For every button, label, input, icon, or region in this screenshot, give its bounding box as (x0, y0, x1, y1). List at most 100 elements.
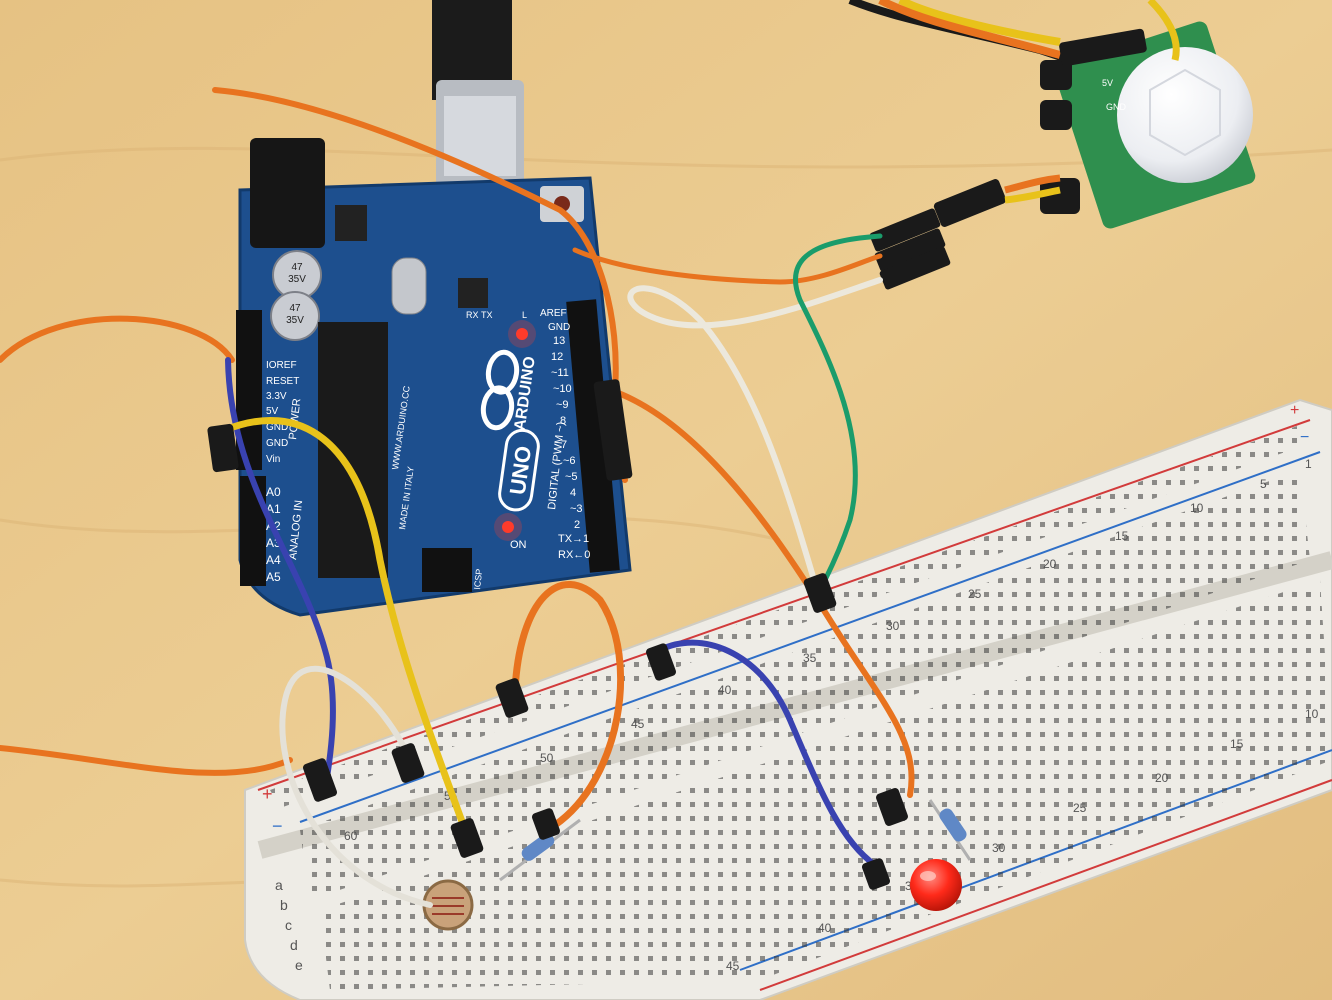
svg-text:10: 10 (1305, 707, 1319, 721)
svg-text:RX←0: RX←0 (558, 549, 590, 561)
pir-dome (1117, 47, 1253, 183)
yellow-wire (221, 417, 469, 834)
capacitor-2: 47 35V (270, 291, 320, 341)
svg-text:GND: GND (266, 438, 288, 449)
resistor-2 (928, 799, 972, 861)
power-pin-labels: IOREF RESET 3.3V 5V GND GND Vin (266, 360, 299, 465)
green-wire (793, 233, 883, 583)
svg-text:~5: ~5 (565, 471, 578, 483)
svg-text:A4: A4 (266, 553, 281, 567)
svg-text:1: 1 (1305, 457, 1312, 471)
svg-text:60: 60 (344, 829, 358, 843)
svg-text:~10: ~10 (553, 383, 572, 395)
digital-header (566, 299, 620, 573)
analog-pin-labels: A0 A1 A2 A3 A4 A5 (266, 485, 281, 584)
gnd-label: GND (548, 322, 570, 333)
svg-text:20: 20 (1043, 557, 1057, 571)
digital-pin-labels: 13 12 ~11 ~10 ~9 8 7 ~6 ~5 4 ~3 2 TX→1 R… (551, 335, 590, 561)
svg-text:A0: A0 (266, 485, 281, 499)
svg-text:8: 8 (560, 415, 566, 427)
svg-text:e: e (295, 957, 303, 973)
svg-text:45: 45 (631, 717, 645, 731)
white-wire-right (627, 277, 883, 603)
svg-text:40: 40 (718, 683, 732, 697)
power-label: POWER (287, 398, 303, 441)
svg-text:a: a (275, 877, 283, 893)
svg-text:GND: GND (266, 422, 288, 433)
orange-wire-left-top (0, 315, 235, 363)
svg-text:A5: A5 (266, 570, 281, 584)
top-rail-blue (299, 451, 1321, 823)
pir-connector (848, 0, 1180, 290)
white-wire-left (279, 665, 433, 908)
svg-text:30: 30 (992, 841, 1006, 855)
power-jack (250, 138, 325, 248)
orange-wire-left-bottom (0, 745, 293, 776)
rail-minus-sign-right: − (1300, 429, 1309, 446)
breadboard: + − + − a b c d e 1 5 10 15 20 25 30 35 … (244, 398, 1332, 1000)
svg-text:Vin: Vin (266, 454, 280, 465)
svg-text:GND: GND (1106, 102, 1127, 112)
svg-text:47: 47 (289, 303, 301, 314)
svg-text:35V: 35V (288, 274, 306, 285)
svg-text:20: 20 (1155, 771, 1169, 785)
svg-text:25: 25 (968, 587, 982, 601)
svg-text:5V: 5V (1102, 78, 1113, 88)
row-letters: a b c d e (275, 877, 303, 973)
usb-chip (458, 278, 488, 308)
resistor-1 (499, 818, 581, 882)
svg-text:30: 30 (886, 619, 900, 633)
svg-text:~11: ~11 (551, 367, 569, 379)
icsp-label: ICSP (472, 568, 484, 590)
red-led (910, 859, 962, 911)
svg-text:13: 13 (553, 335, 565, 347)
svg-text:7: 7 (561, 439, 567, 451)
usb-cable (432, 0, 524, 190)
board-led-l (516, 328, 528, 340)
svg-text:5: 5 (1260, 477, 1267, 491)
aref-label: AREF (540, 308, 567, 319)
orange-wire-arc (511, 581, 625, 829)
crystal-oscillator (391, 257, 427, 315)
svg-text:d: d (290, 937, 298, 953)
svg-text:5V: 5V (266, 406, 279, 417)
svg-text:47: 47 (291, 262, 303, 273)
wire-connectors (207, 379, 908, 890)
svg-text:12: 12 (551, 351, 563, 363)
orange-wire-pir (572, 247, 883, 285)
blue-wire-left (225, 357, 336, 793)
pir-sensor: 5V GND (1040, 21, 1256, 229)
rx-label: RX (466, 310, 479, 320)
svg-text:45: 45 (726, 959, 740, 973)
column-numbers-top: 1 5 10 15 20 25 30 35 40 45 50 55 60 (344, 457, 1312, 843)
svg-text:3.3V: 3.3V (266, 391, 287, 402)
on-label: ON (510, 539, 527, 551)
svg-text:35V: 35V (286, 315, 304, 326)
rail-plus-sign: + (262, 784, 273, 804)
svg-text:RESET: RESET (266, 376, 299, 387)
svg-text:2: 2 (574, 519, 580, 531)
analog-header (240, 476, 266, 586)
svg-text:b: b (280, 897, 288, 913)
top-rail-red (257, 419, 1311, 791)
led-l-label: L (522, 310, 527, 320)
rail-plus-sign-right: + (1290, 402, 1299, 419)
uno-label: UNO (498, 428, 540, 512)
svg-text:35: 35 (803, 651, 817, 665)
tx-label: TX (481, 310, 493, 320)
arduino-uno-board: 47 35V 47 35V ARDUINO UNO (236, 138, 632, 617)
svg-text:15: 15 (1115, 529, 1129, 543)
svg-text:A1: A1 (266, 502, 281, 516)
svg-text:4: 4 (570, 487, 576, 499)
svg-text:15: 15 (1230, 737, 1244, 751)
svg-text:50: 50 (540, 751, 554, 765)
svg-text:~6: ~6 (563, 455, 576, 467)
svg-text:40: 40 (818, 921, 832, 935)
rail-minus-sign: − (272, 816, 283, 836)
board-led-on (502, 521, 514, 533)
capacitor-1: 47 35V (272, 250, 322, 300)
svg-text:~3: ~3 (570, 503, 583, 515)
bottom-rail-red (759, 779, 1332, 991)
svg-text:c: c (285, 917, 292, 933)
